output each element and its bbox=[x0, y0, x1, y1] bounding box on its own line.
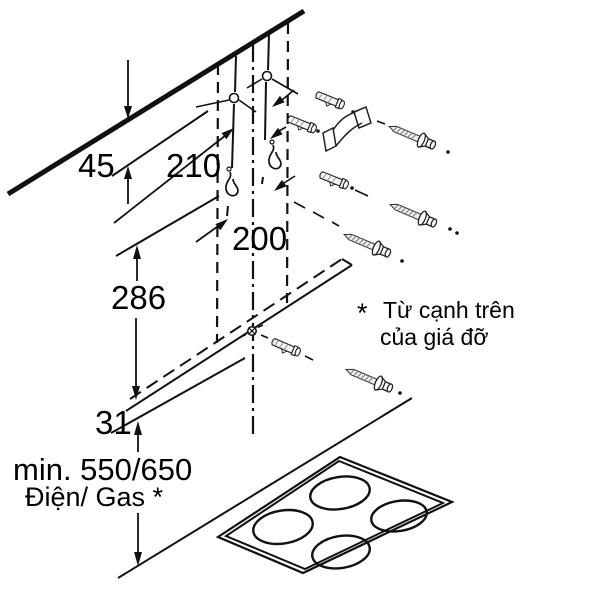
mounting-bracket bbox=[322, 105, 372, 153]
mounting-rail bbox=[110, 258, 353, 434]
cooktop-inner-edge bbox=[223, 459, 446, 571]
rail-screw-head bbox=[240, 324, 264, 338]
burner bbox=[311, 534, 371, 570]
hardware-row-rail bbox=[260, 334, 402, 397]
hanging-hook-left bbox=[225, 171, 239, 197]
ceiling-line bbox=[6, 8, 306, 197]
mounting-template bbox=[195, 22, 299, 437]
mounting-screw bbox=[340, 226, 394, 262]
wall-anchor bbox=[317, 169, 351, 193]
drill-hole-right bbox=[261, 70, 273, 82]
footnote-line2: của giá đỡ bbox=[380, 324, 488, 350]
burner bbox=[309, 475, 371, 511]
dim-31-label: 31 bbox=[95, 404, 132, 441]
footnote: * Từ cạnh trên của giá đỡ bbox=[357, 297, 515, 350]
left-drill-line bbox=[195, 55, 257, 217]
mounting-screw bbox=[386, 196, 440, 232]
hardware-row-1 bbox=[272, 89, 355, 114]
min-clearance-label: min. 550/650 bbox=[13, 452, 192, 487]
hanging-hook-right bbox=[268, 144, 282, 170]
mounting-screw bbox=[385, 118, 439, 154]
arrowhead bbox=[274, 179, 287, 191]
wall-anchor bbox=[313, 89, 347, 113]
footnote-line1: Từ cạnh trên bbox=[383, 297, 515, 323]
mounting-screw bbox=[342, 361, 396, 397]
dim-200-label: 200 bbox=[232, 220, 287, 257]
drill-hole-left bbox=[228, 92, 240, 104]
dim-45-label: 45 bbox=[78, 147, 115, 184]
hardware-rows bbox=[260, 89, 459, 397]
wall-anchor bbox=[269, 336, 303, 360]
offset-45-line bbox=[111, 110, 209, 177]
cooktop-extension-line bbox=[117, 397, 413, 579]
wall-anchor bbox=[285, 113, 319, 137]
dim-210-label: 210 bbox=[166, 147, 221, 184]
cooktop bbox=[215, 455, 455, 575]
template-right-dashed-line bbox=[285, 22, 290, 304]
hardware-row-4 bbox=[293, 201, 404, 263]
fuel-type-label: Điện/ Gas * bbox=[25, 482, 164, 512]
template-left-dashed-line bbox=[215, 63, 220, 344]
footnote-marker: * bbox=[357, 298, 368, 328]
arrowhead bbox=[272, 95, 285, 107]
right-drill-line bbox=[246, 33, 299, 185]
hardware-row-2 bbox=[270, 105, 450, 154]
dimension-lines bbox=[113, 60, 234, 566]
burner bbox=[252, 508, 314, 546]
hardware-row-3 bbox=[274, 169, 459, 235]
burner bbox=[370, 499, 428, 533]
dim-286-label: 286 bbox=[111, 279, 166, 316]
extension-line-286 bbox=[115, 195, 220, 257]
